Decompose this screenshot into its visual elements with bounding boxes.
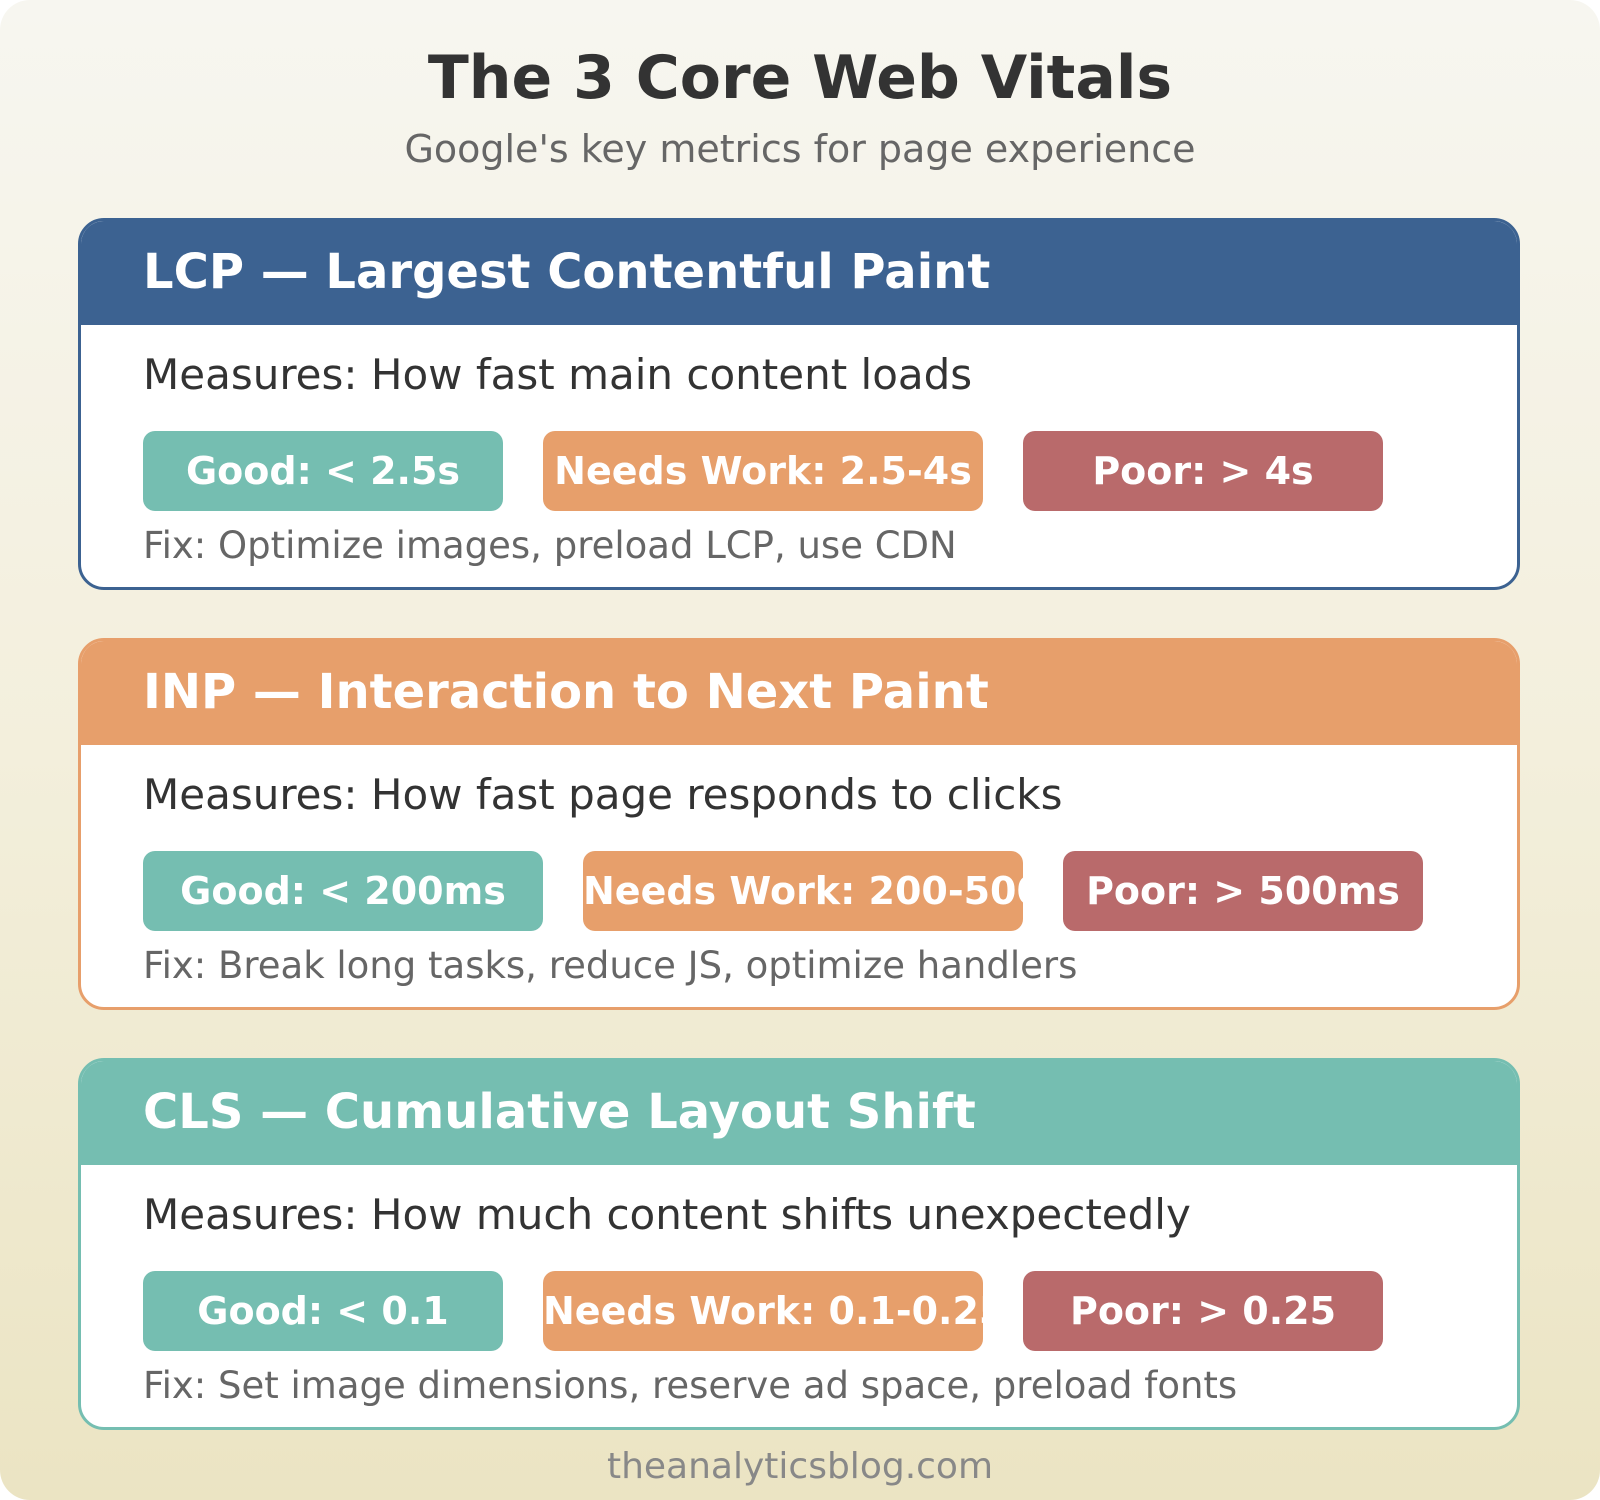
inp-good-label: Good: < 200ms [180,869,506,913]
inp-poor-label: Poor: > 500ms [1086,869,1400,913]
lcp-card: LCP — Largest Contentful Paint Measures:… [78,218,1520,590]
cls-good-badge: Good: < 0.1 [143,1271,503,1351]
inp-card: INP — Interaction to Next Paint Measures… [78,638,1520,1010]
lcp-poor-label: Poor: > 4s [1092,449,1314,493]
lcp-card-title: LCP — Largest Contentful Paint [143,244,991,300]
cls-good-label: Good: < 0.1 [197,1289,449,1333]
lcp-poor-badge: Poor: > 4s [1023,431,1383,511]
inp-needs-work-label: Needs Work: 200-500ms [583,869,1023,913]
cls-needs-work-label: Needs Work: 0.1-0.25 [543,1289,983,1333]
cls-card: CLS — Cumulative Layout Shift Measures: … [78,1058,1520,1430]
cls-needs-work-badge: Needs Work: 0.1-0.25 [543,1271,983,1351]
inp-measures-text: Measures: How fast page responds to clic… [143,770,1063,819]
inp-card-title: INP — Interaction to Next Paint [143,664,989,720]
cls-card-header: CLS — Cumulative Layout Shift [81,1061,1517,1165]
lcp-needs-work-label: Needs Work: 2.5-4s [554,449,972,493]
inp-good-badge: Good: < 200ms [143,851,543,931]
inp-needs-work-badge: Needs Work: 200-500ms [583,851,1023,931]
cls-card-title: CLS — Cumulative Layout Shift [143,1084,976,1140]
cls-fix-text: Fix: Set image dimensions, reserve ad sp… [143,1364,1238,1407]
page-title: The 3 Core Web Vitals [427,43,1173,113]
footer-site-name: theanalyticsblog.com [606,1446,994,1487]
inp-fix-text: Fix: Break long tasks, reduce JS, optimi… [143,944,1078,987]
inp-card-header: INP — Interaction to Next Paint [81,641,1517,745]
lcp-fix-text: Fix: Optimize images, preload LCP, use C… [143,524,957,567]
cls-poor-badge: Poor: > 0.25 [1023,1271,1383,1351]
lcp-needs-work-badge: Needs Work: 2.5-4s [543,431,983,511]
lcp-good-badge: Good: < 2.5s [143,431,503,511]
cls-measures-text: Measures: How much content shifts unexpe… [143,1190,1191,1239]
lcp-card-header: LCP — Largest Contentful Paint [81,221,1517,325]
cls-poor-label: Poor: > 0.25 [1069,1289,1337,1333]
inp-poor-badge: Poor: > 500ms [1063,851,1423,931]
lcp-good-label: Good: < 2.5s [185,449,461,493]
page-subtitle: Google's key metrics for page experience [404,127,1196,171]
lcp-measures-text: Measures: How fast main content loads [143,350,973,399]
